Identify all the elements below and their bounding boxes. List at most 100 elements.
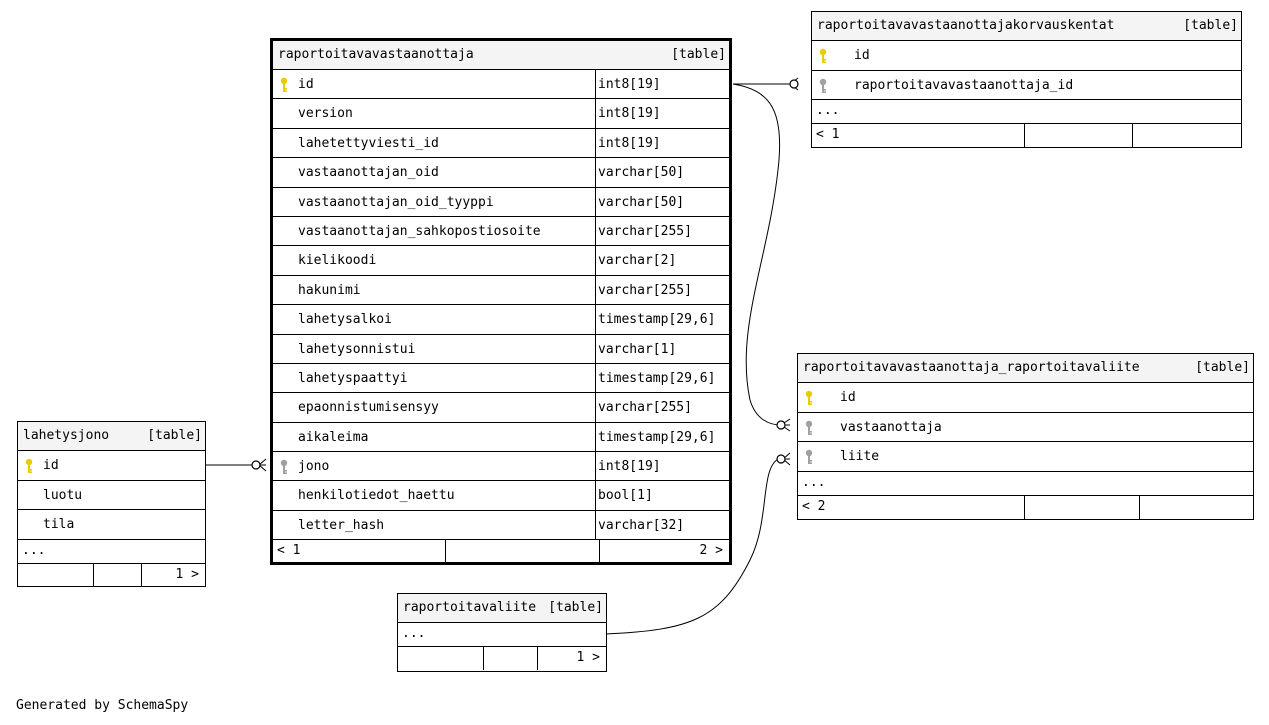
- table-name: raportoitavavastaanottajakorvauskentat: [817, 18, 1115, 33]
- table-raportoitavavastaanottaja-raportoitavaliite[interactable]: raportoitavavastaanottaja_raportoitavali…: [797, 353, 1254, 520]
- column-row[interactable]: id: [812, 41, 1241, 71]
- column-type: bool[1]: [598, 488, 653, 504]
- footer-left-count[interactable]: < 1: [277, 543, 301, 559]
- column-type: varchar[50]: [598, 165, 685, 181]
- footer-divider: [93, 563, 94, 587]
- zero-marker: [776, 420, 786, 430]
- column-list: id luotu tila: [18, 451, 205, 540]
- link-main-to-vastaanottaja: [732, 83, 782, 426]
- column-row[interactable]: henkilotiedot_haettu bool[1]: [273, 481, 729, 511]
- more-columns: ...: [812, 100, 1241, 124]
- link-liite-to-link: [605, 458, 779, 635]
- column-name: henkilotiedot_haettu: [298, 488, 455, 504]
- column-type: timestamp[29,6]: [598, 370, 716, 386]
- table-type-label: [table]: [147, 428, 202, 443]
- column-type: timestamp[29,6]: [598, 429, 716, 445]
- column-row[interactable]: aikaleima timestamp[29,6]: [273, 422, 729, 453]
- column-row[interactable]: vastaanottaja: [798, 413, 1253, 442]
- column-row[interactable]: liite: [798, 442, 1253, 472]
- column-divider: [595, 216, 596, 246]
- column-name: kielikoodi: [298, 253, 377, 269]
- table-type-label: [table]: [1183, 18, 1238, 33]
- column-divider: [595, 305, 596, 334]
- table-raportoitavavastaanottajakorvauskentat[interactable]: raportoitavavastaanottajakorvauskentat […: [811, 11, 1242, 148]
- footer-left-count[interactable]: < 1: [816, 127, 840, 142]
- column-row[interactable]: luotu: [18, 481, 205, 510]
- foreign-key-icon: [804, 420, 814, 436]
- column-divider: [595, 187, 596, 216]
- column-name: jono: [298, 459, 330, 475]
- column-divider: [595, 275, 596, 305]
- footer-divider: [537, 647, 538, 670]
- column-name: vastaanottaja: [840, 419, 942, 435]
- column-divider: [595, 363, 596, 393]
- column-row[interactable]: lahetysalkoi timestamp[29,6]: [273, 305, 729, 335]
- column-divider: [595, 334, 596, 363]
- column-name: id: [298, 77, 314, 92]
- table-type-label: [table]: [1195, 360, 1250, 375]
- column-divider: [595, 452, 596, 481]
- column-type: varchar[1]: [598, 341, 677, 357]
- table-name: raportoitavavastaanottaja: [278, 47, 474, 62]
- column-name: lahetysalkoi: [298, 312, 392, 328]
- ellipsis-text: ...: [402, 626, 426, 641]
- column-name: letter_hash: [298, 517, 385, 533]
- footer-right-count[interactable]: 1 >: [576, 650, 600, 665]
- column-row[interactable]: raportoitavavastaanottaja_id: [812, 71, 1241, 100]
- column-name: aikaleima: [298, 429, 369, 445]
- column-divider: [595, 246, 596, 275]
- table-header: lahetysjono [table]: [18, 422, 205, 451]
- table-header: raportoitavaliite [table]: [398, 594, 606, 623]
- column-name: id: [43, 458, 59, 473]
- table-header: raportoitavavastaanottaja_raportoitavali…: [798, 354, 1253, 383]
- table-type-label: [table]: [671, 47, 726, 62]
- column-name: lahetettyviesti_id: [298, 135, 439, 151]
- zero-marker: [251, 460, 261, 470]
- footer-divider: [599, 540, 600, 564]
- table-name: lahetysjono: [23, 428, 110, 443]
- table-footer: 1 >: [18, 563, 205, 587]
- column-divider: [595, 158, 596, 187]
- column-divider: [595, 510, 596, 540]
- table-header: raportoitavavastaanottaja [table]: [273, 41, 729, 70]
- column-type: timestamp[29,6]: [598, 312, 716, 328]
- footer-right-count[interactable]: 2 >: [699, 543, 723, 559]
- column-name: lahetyspaattyi: [298, 370, 408, 386]
- foreign-key-icon: [279, 459, 289, 475]
- column-type: varchar[32]: [598, 517, 685, 533]
- column-type: varchar[255]: [598, 282, 692, 298]
- footer-divider: [483, 647, 484, 670]
- column-type: varchar[255]: [598, 223, 692, 239]
- column-row[interactable]: lahetyspaattyi timestamp[29,6]: [273, 363, 729, 394]
- column-row[interactable]: letter_hash varchar[32]: [273, 510, 729, 541]
- column-name: tila: [43, 517, 75, 532]
- footer-left-count[interactable]: < 2: [802, 498, 826, 514]
- primary-key-icon: [24, 458, 34, 474]
- footer-divider: [445, 540, 446, 564]
- column-type: varchar[255]: [598, 400, 692, 416]
- column-row[interactable]: id: [798, 383, 1253, 413]
- column-list: id vastaanottaja liite: [798, 383, 1253, 472]
- footer-divider: [1139, 495, 1140, 519]
- column-row[interactable]: id: [18, 451, 205, 481]
- column-type: int8[19]: [598, 106, 661, 122]
- column-divider: [595, 70, 596, 99]
- column-name: raportoitavavastaanottaja_id: [854, 77, 1074, 93]
- table-raportoitavaliite[interactable]: raportoitavaliite [table] ... 1 >: [397, 593, 607, 672]
- footer-right-count[interactable]: 1 >: [175, 566, 199, 582]
- column-row[interactable]: tila: [18, 510, 205, 540]
